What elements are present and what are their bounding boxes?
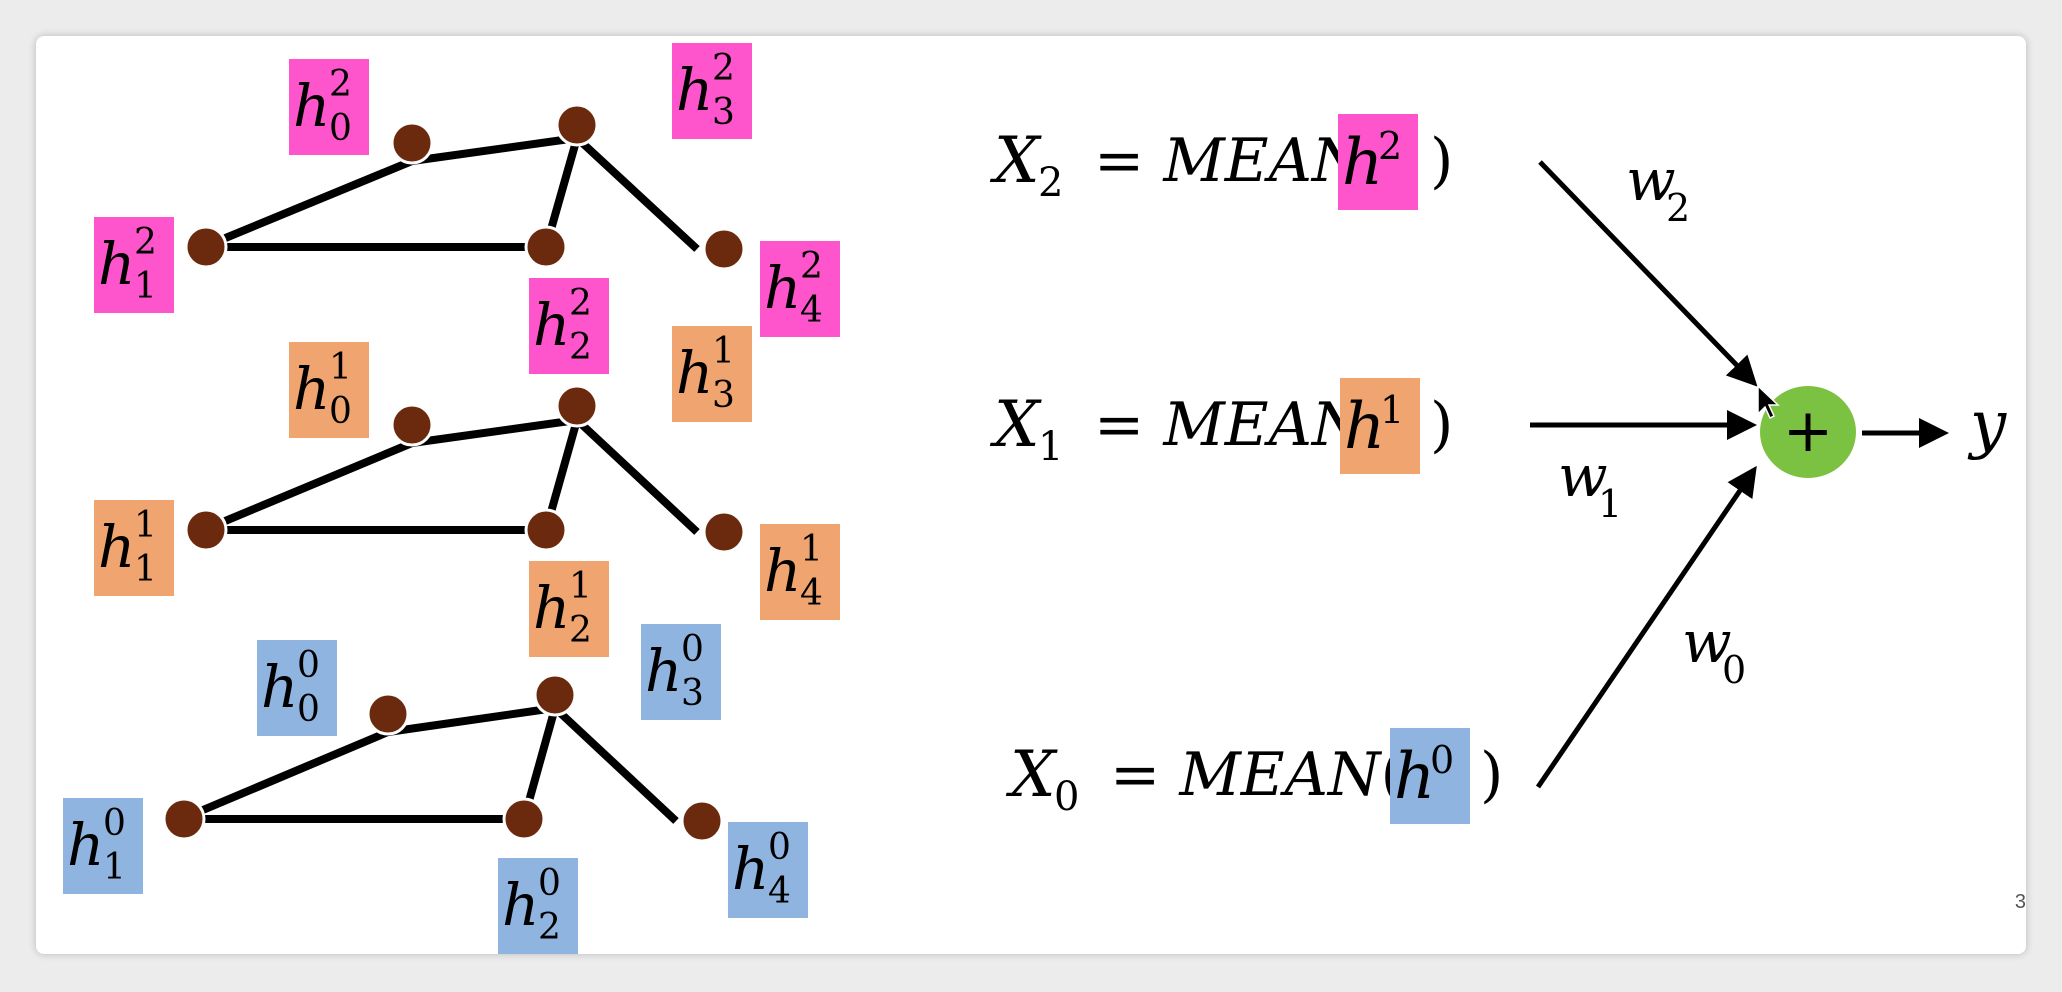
node-2-0 — [390, 121, 434, 165]
equation-x2: X2 = MEAN( h2 ) — [994, 114, 1554, 214]
graph-edges-svg — [162, 103, 1949, 843]
node-0-0 — [366, 692, 410, 736]
arrow-x2-to-sum — [1538, 160, 1758, 387]
node-1-1 — [184, 508, 228, 552]
arrow-x0-to-sum — [1535, 465, 1757, 789]
graph-layer-0-nodes — [162, 673, 724, 843]
graph-layer-1-edges — [204, 416, 700, 535]
node-2-1 — [184, 225, 228, 269]
equation-x0: X0 = MEAN( h0 ) — [1010, 728, 1570, 828]
equation-x1: X1 = MEAN( h1 ) — [994, 378, 1554, 478]
sum-node — [1760, 386, 1856, 478]
node-1-4 — [702, 510, 746, 554]
node-0-2 — [502, 797, 546, 841]
graph-layer-1-nodes — [184, 384, 746, 554]
node-0-3 — [533, 673, 577, 717]
node-2-2 — [524, 225, 568, 269]
node-1-2 — [524, 508, 568, 552]
node-1-0 — [390, 403, 434, 447]
page-number: 3 — [2014, 891, 2026, 913]
graph-layer-2-nodes — [184, 103, 746, 271]
node-0-1 — [162, 797, 206, 841]
graph-layer-2-edges — [204, 134, 700, 252]
node-1-3 — [555, 384, 599, 428]
cursor-icon — [1757, 384, 1780, 420]
node-2-4 — [702, 227, 746, 271]
node-0-4 — [680, 799, 724, 843]
sum-symbol: + — [1782, 396, 1834, 466]
node-2-3 — [555, 103, 599, 147]
output-y: y — [1970, 388, 2007, 462]
